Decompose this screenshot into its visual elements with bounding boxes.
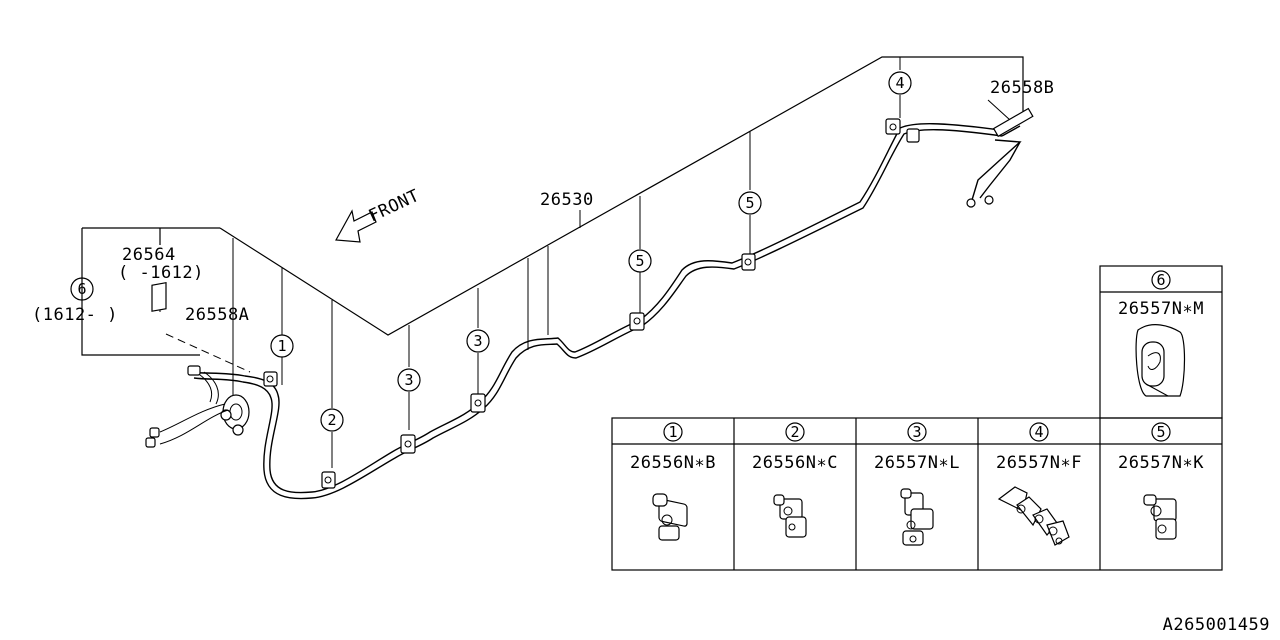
pipe-clip-icon <box>400 434 416 454</box>
diagram-id: A265001459 <box>1163 615 1270 635</box>
pipe-clip-icon <box>629 312 645 331</box>
svg-text:6: 6 <box>77 280 86 298</box>
svg-text:4: 4 <box>895 74 904 92</box>
svg-text:1: 1 <box>668 423 677 441</box>
svg-text:3: 3 <box>473 332 482 350</box>
pipe-clips <box>263 118 920 489</box>
pipe-clip-icon <box>773 494 807 538</box>
pipe-clip-icon <box>652 493 688 541</box>
callout-6-range: (1612- ) <box>32 305 118 325</box>
pipe-clip-icon <box>741 253 756 271</box>
callout-4: 4 <box>888 71 912 95</box>
svg-text:2: 2 <box>327 411 336 429</box>
part-label-26564: 26564 <box>122 245 176 265</box>
part-number: 26557N∗K <box>1118 453 1204 473</box>
svg-text:5: 5 <box>1156 423 1165 441</box>
part-number: 26557N∗L <box>874 453 960 473</box>
table-cell-5: 5 26557N∗K <box>1118 422 1204 473</box>
part-number: 26556N∗B <box>630 453 716 473</box>
table-cell-4: 4 26557N∗F <box>996 422 1082 473</box>
part-label-26558B: 26558B <box>990 78 1054 98</box>
pipe-clip-icon <box>470 393 486 413</box>
leader-lines <box>159 57 1011 468</box>
table-cell-1: 1 26556N∗B <box>630 422 716 473</box>
pipe-clip-icon <box>1143 494 1177 540</box>
part-number: 26556N∗C <box>752 453 838 473</box>
pipe-clip-icon <box>885 118 901 135</box>
callout-6: 6 <box>70 277 94 301</box>
table-cell-6: 6 26557N∗M <box>1118 270 1204 319</box>
svg-text:3: 3 <box>404 371 413 389</box>
callout-5b: 5 <box>738 191 762 215</box>
brake-pipe <box>189 111 1031 500</box>
part-number: 26557N∗F <box>996 453 1082 473</box>
callout-1: 1 <box>270 334 294 358</box>
callout-2: 2 <box>320 408 344 432</box>
callout-3a: 3 <box>397 368 421 392</box>
leader-frame <box>81 56 1024 356</box>
pipe-clip-icon <box>900 488 934 546</box>
svg-text:1: 1 <box>277 337 286 355</box>
table-cell-3: 3 26557N∗L <box>874 422 960 473</box>
pipe-clip-icon <box>1135 324 1186 397</box>
svg-text:4: 4 <box>1034 423 1043 441</box>
svg-text:6: 6 <box>1156 271 1165 289</box>
front-arrow-icon <box>335 209 377 243</box>
right-end-fittings <box>966 107 1034 208</box>
part-label-26530: 26530 <box>540 190 594 210</box>
left-sensor-assembly <box>145 282 251 448</box>
abs-sensor-icon <box>220 394 250 436</box>
front-label: FRONT <box>366 186 423 227</box>
pipe-clip-icon <box>321 471 336 489</box>
svg-text:3: 3 <box>912 423 921 441</box>
table-cell-2: 2 26556N∗C <box>752 422 838 473</box>
callout-5a: 5 <box>628 249 652 273</box>
svg-text:2: 2 <box>790 423 799 441</box>
pipe-clip-icon <box>906 128 920 143</box>
callout-3b: 3 <box>466 329 490 353</box>
pipe-clip-icon <box>997 486 1070 546</box>
svg-text:5: 5 <box>635 252 644 270</box>
part-number: 26557N∗M <box>1118 299 1204 319</box>
pipe-clip-icon <box>263 371 278 387</box>
svg-text:5: 5 <box>745 194 754 212</box>
part-label-26564-range: ( -1612) <box>118 263 204 283</box>
parts-table: 1 26556N∗B 2 26556N∗C 3 26557N∗L 4 26557… <box>611 265 1223 571</box>
part-label-26558A: 26558A <box>185 305 249 325</box>
